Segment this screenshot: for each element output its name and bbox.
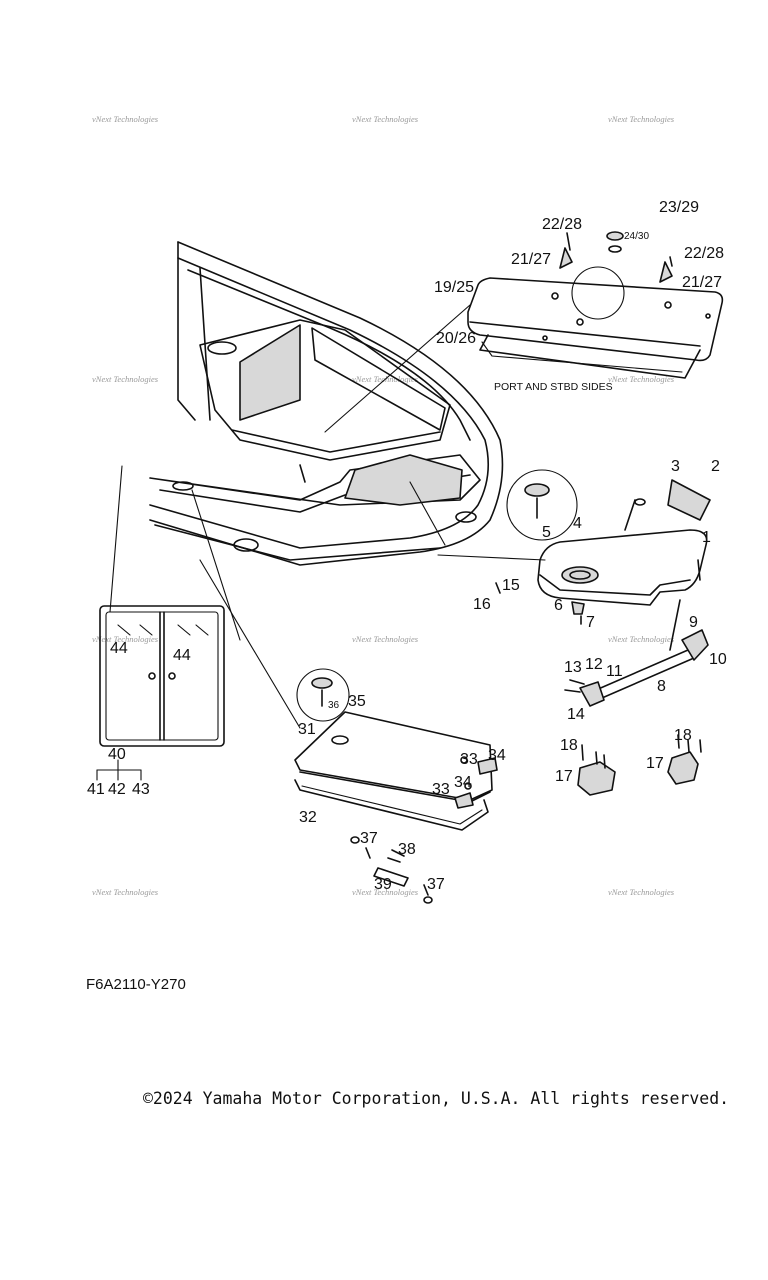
watermark: vNext Technologies [352,887,419,897]
callout-22-28: 22/28 [542,216,582,233]
watermark: vNext Technologies [92,374,159,384]
callout-18: 18 [560,737,578,754]
callout-36: 36 [328,700,340,711]
callout-12: 12 [585,656,603,673]
callout-35: 35 [348,693,366,710]
copyright-notice: ©2024 Yamaha Motor Corporation, U.S.A. A… [143,1089,730,1108]
callout-37: 37 [360,830,378,847]
callout-21-27: 21/27 [682,274,722,291]
callout-9: 9 [689,614,698,631]
watermark: vNext Technologies [608,114,675,124]
watermark: vNext Technologies [92,634,159,644]
callout-5: 5 [542,524,551,541]
leader-lines [109,304,546,729]
watermark: vNext Technologies [92,887,159,897]
callout-6: 6 [554,597,563,614]
callout-19-25: 19/25 [434,279,474,296]
callout-33: 33 [460,751,478,768]
callout-13: 13 [564,659,582,676]
callout-2: 2 [711,458,720,475]
watermark: vNext Technologies [608,634,675,644]
watermark: vNext Technologies [352,634,419,644]
watermark: vNext Technologies [352,114,419,124]
callout-14: 14 [567,706,585,723]
callout-39: 39 [374,876,392,893]
callout-3: 3 [671,458,680,475]
callout-37: 37 [427,876,445,893]
port-stbd-note: PORT AND STBD SIDES [494,381,613,393]
callout-11: 11 [606,663,623,680]
callout-7: 7 [586,614,595,631]
part-callouts: 23/29 22/28 24/30 22/28 21/27 21/27 19/2… [87,199,727,893]
callout-38: 38 [398,841,416,858]
callout-4: 4 [573,515,582,532]
callout-1: 1 [702,529,711,546]
callout-21-27: 21/27 [511,251,551,268]
callout-44: 44 [110,640,128,657]
callout-34: 34 [454,774,472,791]
diagram-code: F6A2110-Y270 [86,976,186,993]
callout-32: 32 [299,809,317,826]
callout-31: 31 [298,721,316,738]
callout-18: 18 [674,727,692,744]
hinge-parts [577,734,702,796]
callout-40: 40 [108,746,126,763]
storage-lid-lower [294,668,498,904]
callout-41: 41 [87,781,105,798]
callout-17: 17 [646,755,664,772]
callout-23-29: 23/29 [659,199,699,216]
callout-10: 10 [709,651,727,668]
callout-8: 8 [657,678,666,695]
callout-44: 44 [173,647,191,664]
callout-15: 15 [502,577,520,594]
callout-17: 17 [555,768,573,785]
hatch-cover-assembly [495,469,711,707]
watermarks: vNext Technologies vNext Technologies vN… [92,114,675,897]
watermark: vNext Technologies [608,887,675,897]
watermark: vNext Technologies [608,374,675,384]
callout-20-26: 20/26 [436,330,476,347]
callout-22-28: 22/28 [684,245,724,262]
callout-16: 16 [473,596,491,613]
callout-33: 33 [432,781,450,798]
hull-deck-drawing [149,241,504,566]
callout-24-30: 24/30 [624,231,649,242]
watermark: vNext Technologies [92,114,159,124]
door-panel-assembly [96,605,225,781]
callout-34: 34 [488,747,506,764]
callout-42: 42 [108,781,126,798]
callout-43: 43 [132,781,150,798]
storage-lid-assembly [467,231,724,379]
